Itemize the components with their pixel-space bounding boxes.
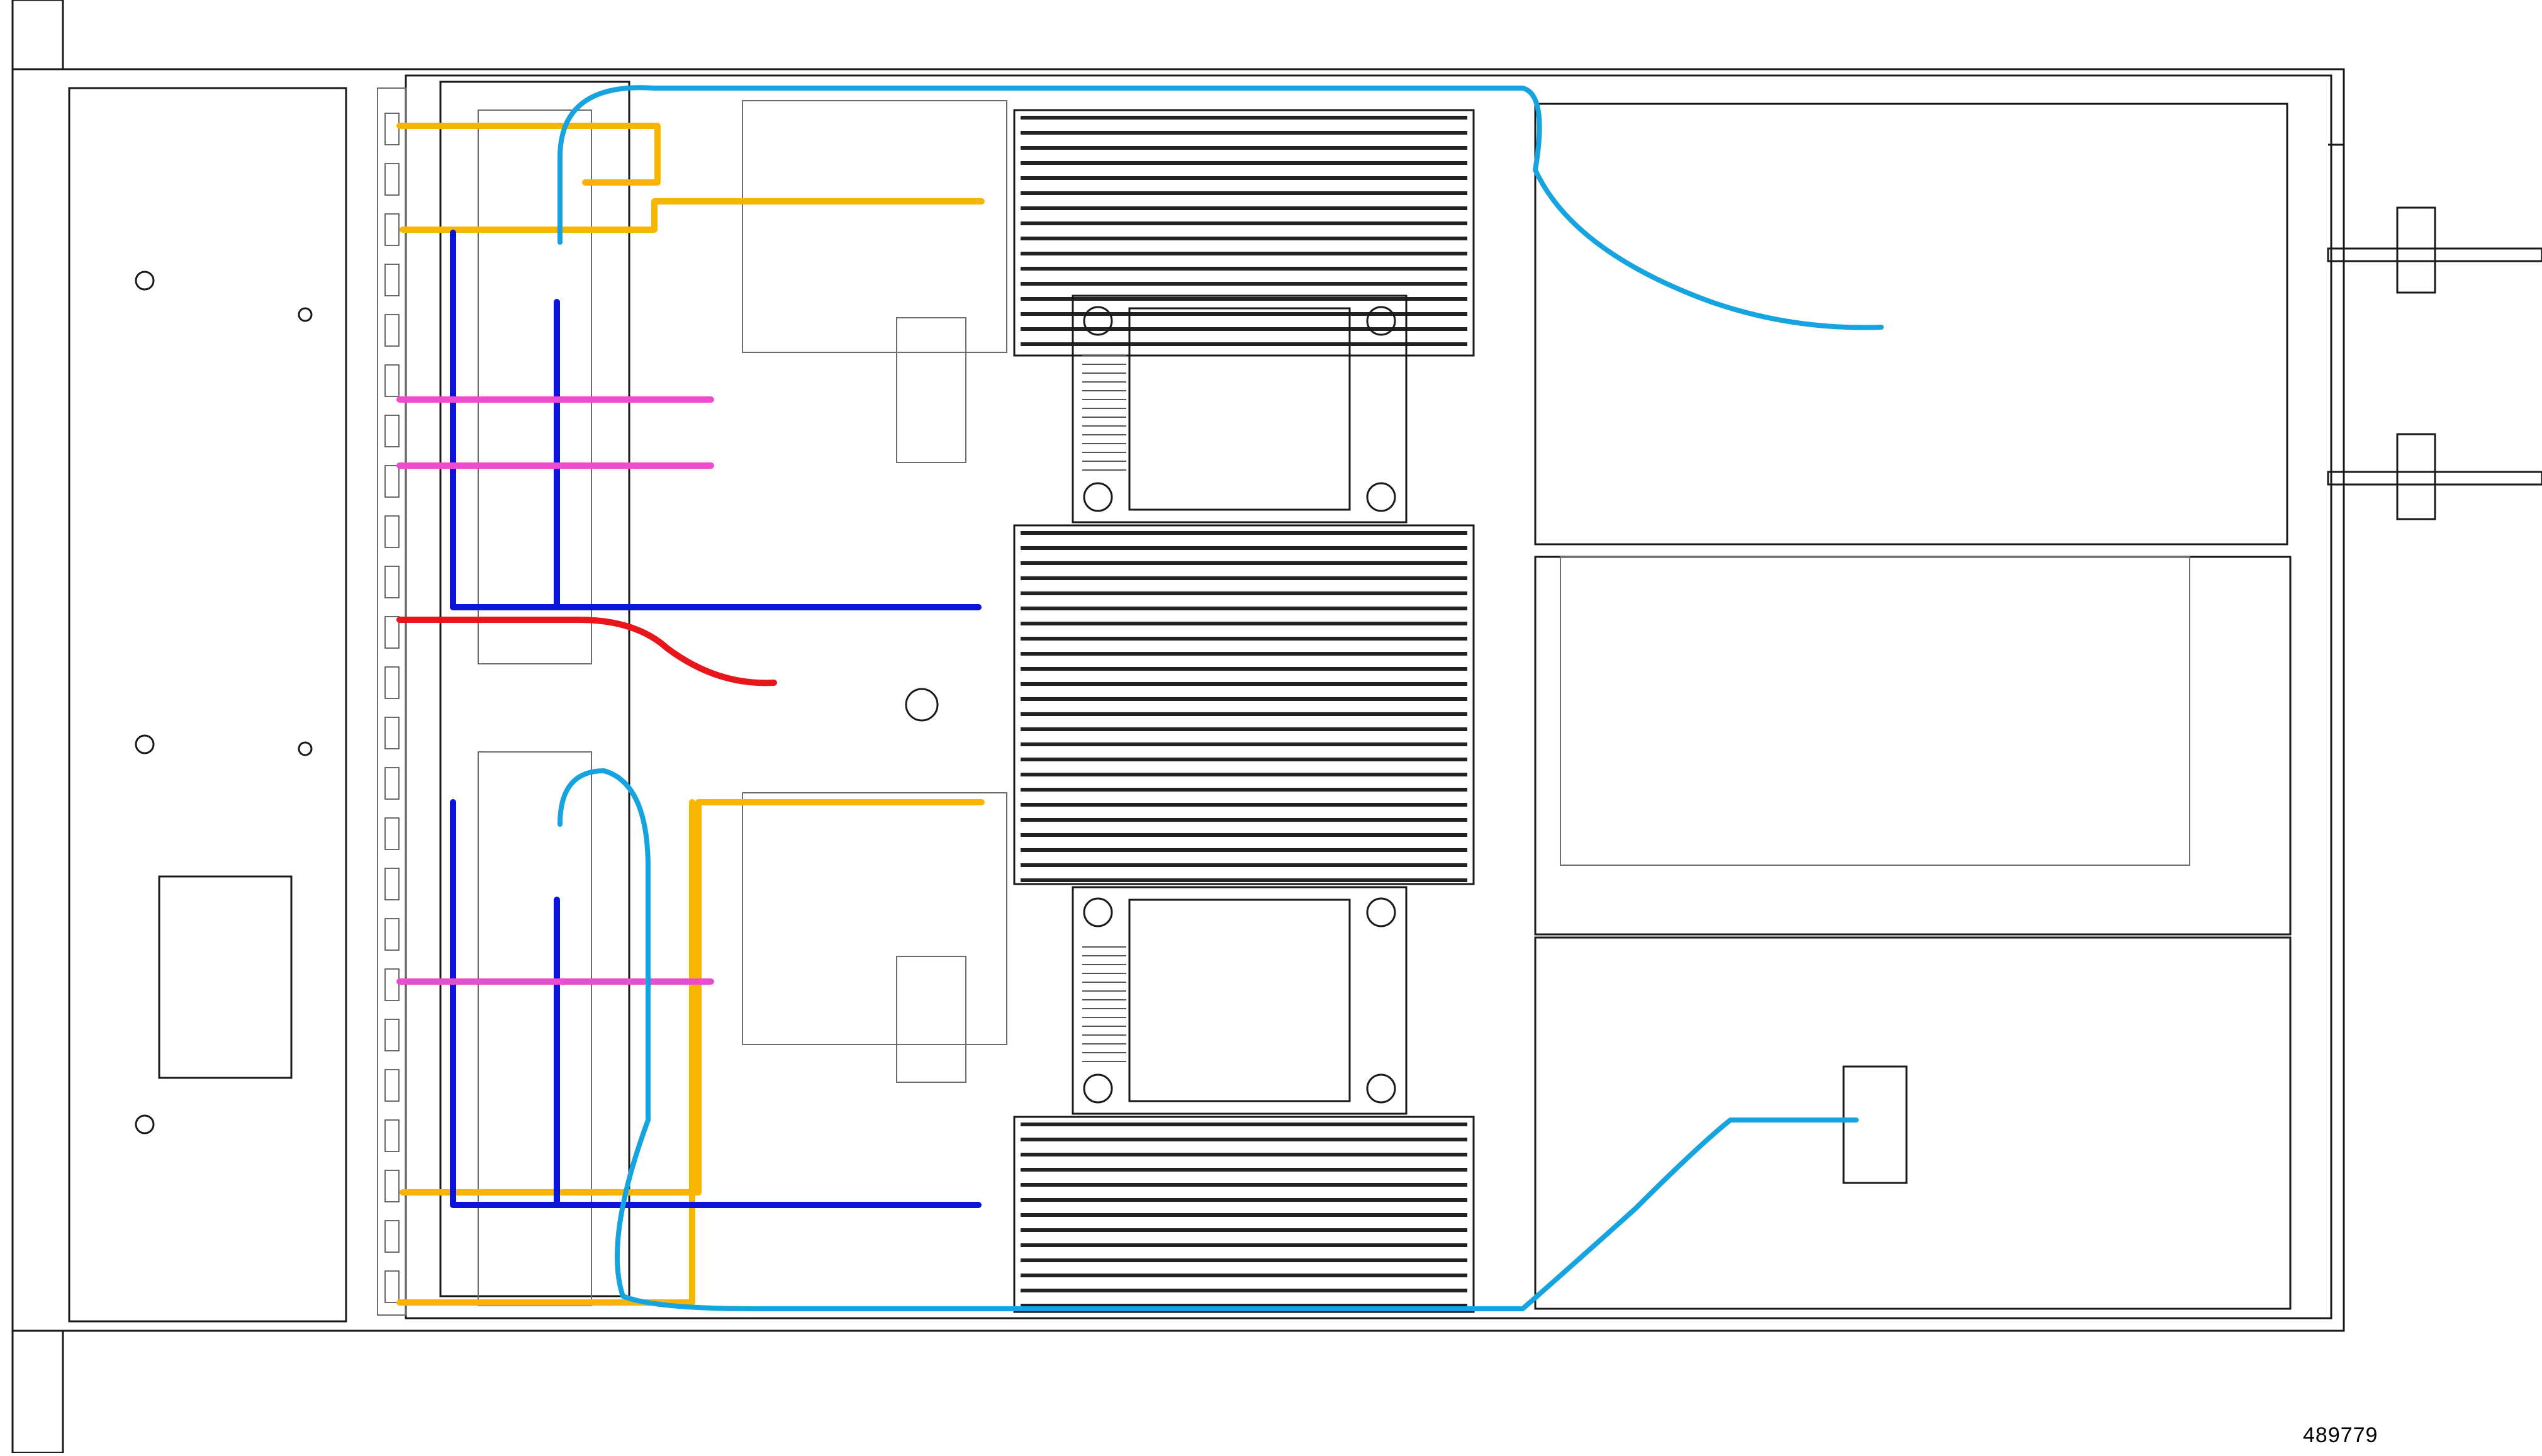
- cable-orange-b: [400, 198, 985, 233]
- drive-slot-6: [384, 364, 400, 397]
- cable-lightblue-a: [557, 85, 1884, 330]
- chassis-outline: [11, 0, 2345, 1454]
- drive-slot-4: [384, 264, 400, 296]
- dimm-slots: [1013, 109, 1475, 1313]
- cpu-screw: [1366, 1073, 1396, 1104]
- drive-slot-9: [384, 515, 400, 548]
- drive-slot-11: [384, 616, 400, 649]
- backplane-board: [439, 81, 630, 1297]
- dimm-bank-3: [1013, 1116, 1475, 1313]
- drive-slot-1: [384, 113, 400, 145]
- psu-latch-2: [2396, 433, 2436, 520]
- drive-bay-plate: [68, 87, 347, 1323]
- front-led-2: [298, 741, 313, 756]
- pcie-riser-cages: [1534, 103, 2542, 1310]
- cable-orange-a: [396, 123, 661, 186]
- front-drive-bay-panel: [68, 87, 406, 1323]
- drive-slot-8: [384, 465, 400, 498]
- riser-cage-3: [1534, 936, 2292, 1310]
- rear-edge-top: [2328, 76, 2345, 146]
- front-label-plate: [158, 875, 293, 1079]
- controller-card-top: [478, 109, 592, 664]
- drive-slot-23: [384, 1220, 400, 1253]
- drive-slot-20: [384, 1069, 400, 1102]
- cpu-heatsink-2: [1072, 886, 1408, 1115]
- center-standoff: [905, 688, 939, 722]
- front-led-1: [298, 307, 313, 322]
- heatsink-block-top: [896, 317, 966, 463]
- drive-slot-14: [384, 767, 400, 800]
- airflow-shroud-top: [742, 100, 1007, 353]
- drive-slot-10: [384, 566, 400, 598]
- cpu-screw: [1366, 482, 1396, 512]
- drive-slot-24: [384, 1270, 400, 1303]
- dimm-bank-1: [1013, 109, 1475, 357]
- pcie-card-2: [1560, 556, 2190, 866]
- front-screw-1: [135, 271, 155, 291]
- drive-slot-7: [384, 415, 400, 447]
- heatsink-block-bottom: [896, 956, 966, 1083]
- cpu-screw: [1083, 482, 1113, 512]
- cpu-heatsinks: [1072, 294, 1408, 1115]
- figure-number: 489779: [2303, 1423, 2378, 1447]
- front-screw-3: [135, 1114, 155, 1134]
- dimm-bank-2: [1013, 524, 1475, 885]
- psu-latch-1: [2396, 206, 2436, 294]
- chassis-body: [11, 68, 2345, 1332]
- riser-cage-1: [1534, 103, 2288, 546]
- drive-slot-13: [384, 717, 400, 749]
- drive-bay-rail: [377, 87, 406, 1316]
- cable-darkblue-c: [450, 799, 982, 1208]
- cable-lightblue-b: [557, 768, 1859, 1311]
- cpu-screw: [1366, 306, 1396, 336]
- drive-slot-18: [384, 968, 400, 1001]
- drive-slot-16: [384, 868, 400, 900]
- cpu-heatsink-1: [1072, 294, 1408, 524]
- cpu-retention-frame-2: [1128, 899, 1351, 1102]
- front-handle-top: [11, 0, 64, 70]
- front-handle-bottom: [11, 1330, 64, 1454]
- controller-card-bottom: [478, 751, 592, 1306]
- cpu-screw: [1083, 306, 1113, 336]
- cpu-screw: [1083, 1073, 1113, 1104]
- drive-slot-19: [384, 1019, 400, 1051]
- cpu-screw: [1083, 897, 1113, 927]
- drive-slot-2: [384, 163, 400, 196]
- cable-orange-c: [400, 799, 985, 1196]
- cable-red: [396, 617, 777, 686]
- drive-slot-17: [384, 918, 400, 951]
- cpu-retention-frame-1: [1128, 307, 1351, 511]
- drive-backplane: [439, 81, 1007, 1306]
- drive-slot-12: [384, 666, 400, 699]
- drive-slot-5: [384, 314, 400, 347]
- drive-slot-21: [384, 1119, 400, 1152]
- cable-darkblue-a: [450, 230, 982, 610]
- drive-slot-15: [384, 817, 400, 850]
- cable-orange-d: [396, 799, 695, 1306]
- riser-cage-2: [1534, 556, 2292, 936]
- riser-connector-3: [1842, 1065, 1908, 1184]
- airflow-shroud-bottom: [742, 792, 1007, 1045]
- cable-routes: [396, 85, 1884, 1311]
- cpu-screw: [1366, 897, 1396, 927]
- drive-slot-22: [384, 1170, 400, 1202]
- drive-slot-3: [384, 213, 400, 246]
- front-screw-2: [135, 734, 155, 754]
